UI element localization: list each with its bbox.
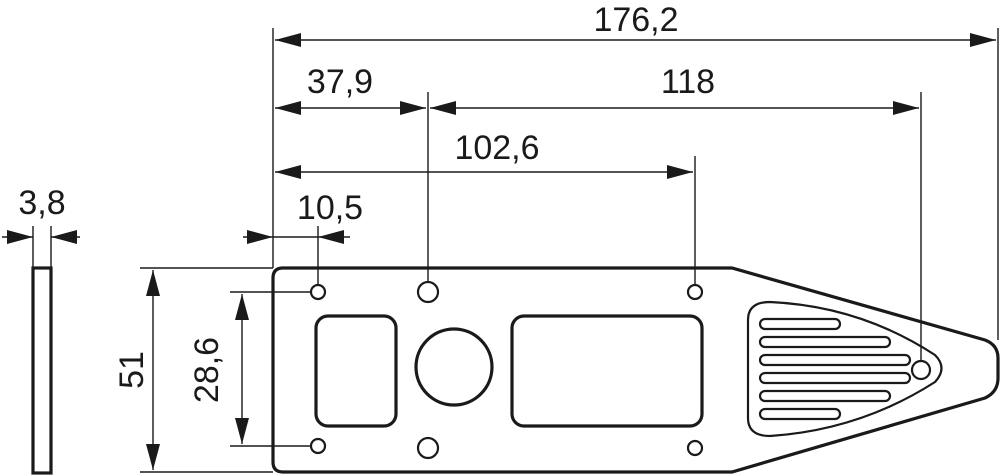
dim-hole-spacing-label: 102,6 [454,129,539,167]
dim-edge-to-hole-label: 10,5 [297,189,363,227]
hole-top-left [309,283,327,301]
dim-overall-length-label: 176,2 [593,1,678,39]
dim-hole-vertical-label: 28,6 [188,337,226,403]
grille-slots [758,317,912,421]
hole-top-center [416,280,440,304]
dim-hole-to-tip-label: 118 [661,63,715,101]
dim-first-hole-label: 37,9 [307,63,373,101]
hole-top-right [686,283,704,301]
dim-width-label: 51 [113,351,151,389]
hole-tip [910,359,932,381]
hole-bottom-left [309,437,327,455]
cutout-small-rect [314,314,398,428]
cutout-large-rect [510,314,704,428]
side-view-profile [31,266,53,475]
hole-bottom-right [686,439,704,457]
thickness-label: 3,8 [18,184,65,222]
hole-bottom-center [416,436,440,460]
cutout-round [414,327,494,407]
plate-outline [271,266,1000,474]
grille-outline [746,300,943,438]
